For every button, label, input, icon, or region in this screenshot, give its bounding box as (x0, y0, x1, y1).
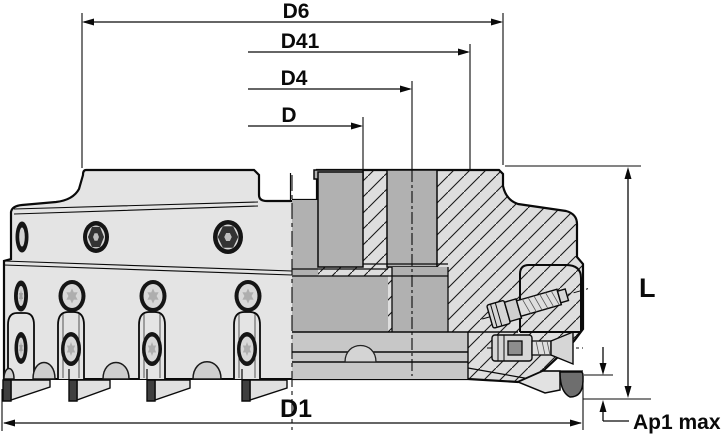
dim-d6 (81, 13, 504, 168)
insert-tip (559, 371, 584, 398)
dim-l (505, 165, 651, 400)
clamp-screw-axis (482, 288, 589, 320)
dim-d (248, 117, 364, 169)
dimensions (1, 13, 651, 431)
dim-d4 (248, 81, 413, 170)
cutter-section-view (292, 168, 589, 398)
torx-screw-row-1 (14, 280, 262, 312)
dim-label-l: L (639, 273, 656, 303)
front-inserts (2, 369, 288, 402)
counterbore-lip-lines (292, 263, 449, 332)
bottom-bands (292, 332, 468, 379)
bottom-band-lines (292, 331, 518, 379)
insert-2 (68, 379, 111, 402)
band-boundary-lines (3, 260, 293, 276)
hump-3 (192, 361, 222, 380)
flange-underside-line (467, 367, 531, 380)
chip-gash-humps (3, 361, 222, 380)
torx-screw-a4 (234, 280, 262, 312)
bore-tower (317, 171, 364, 268)
dim-label-d: D (281, 104, 296, 127)
pocket-notch-lines (68, 369, 243, 380)
torx-screw-a3 (139, 280, 167, 312)
section-insert (516, 370, 584, 398)
torx-screw-b4 (237, 332, 257, 366)
torx-screw-a1 (14, 280, 28, 312)
torx-screw-b1 (14, 332, 28, 364)
insert-1 (2, 379, 51, 402)
mount-hole-1 (15, 221, 29, 253)
hump-1 (32, 361, 56, 380)
far-side-gash-dome (344, 345, 377, 363)
torx-screw-b2 (61, 332, 81, 366)
hex-socket (507, 340, 523, 356)
clamp-screw (482, 288, 589, 329)
dim-label-ap1: Ap1 max (633, 411, 721, 434)
mount-hole-row (15, 220, 243, 254)
dim-d41 (248, 44, 471, 169)
dim-ap1 (584, 347, 629, 422)
torx-screw-b3 (142, 332, 162, 366)
insert-4 (241, 379, 288, 402)
backing-screw (487, 330, 583, 366)
mount-hole-3 (213, 220, 243, 254)
countersink-cone (550, 330, 574, 366)
torx-screw-row-2 (14, 332, 257, 366)
dim-label-d6: D6 (283, 0, 310, 23)
cutter-front-view (2, 168, 293, 402)
counterbore-block-mid (392, 267, 448, 332)
insert-3 (146, 379, 191, 402)
hump-0 (3, 367, 15, 380)
body-left-outline (2, 168, 292, 379)
dim-label-d4: D4 (281, 67, 308, 90)
mount-hole-2 (83, 221, 109, 253)
hump-2 (102, 361, 130, 380)
counterbore-block-left (292, 276, 388, 332)
dim-d1 (1, 381, 584, 431)
section-cartridge-outline (519, 264, 582, 333)
torx-screw-a2 (58, 280, 86, 312)
dim-label-d1: D1 (280, 395, 312, 423)
hub-base-lines (13, 201, 259, 215)
clamp-screw-threads (521, 290, 560, 314)
dim-label-d41: D41 (281, 30, 320, 53)
